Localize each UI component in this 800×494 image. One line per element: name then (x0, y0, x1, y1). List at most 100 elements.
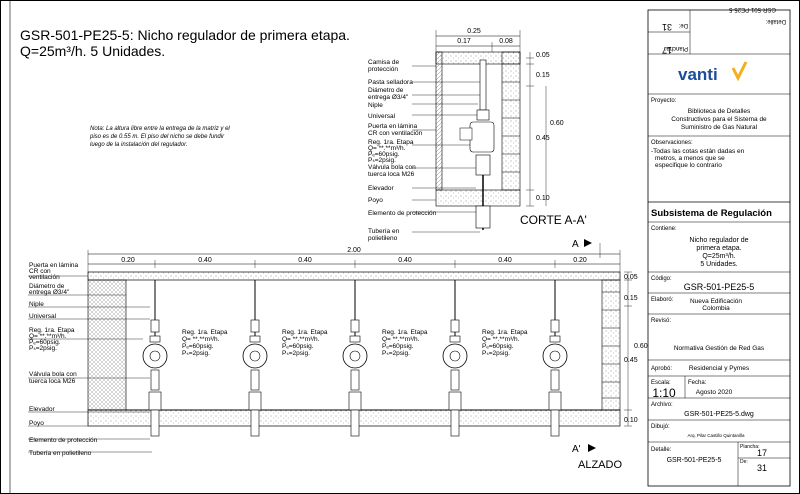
elev-lbl-reg-1: Reg. 1ra. Etapa (29, 327, 75, 334)
section-view: 0.25 0.17 0.08 0.05 0.15 (368, 28, 587, 242)
sec-dim-r2: 0.15 (536, 72, 550, 79)
sec-lbl-reg-2: Q= **.**m³/h. (368, 145, 406, 152)
reviso-label: Revisó: (651, 318, 671, 324)
note-line3: luego de la instalación del regulador. (90, 142, 188, 148)
elev-span-5: 0.40 (498, 257, 512, 264)
contiene-1: Nicho regulador de (689, 237, 748, 244)
elev-dim-r2: 0.15 (624, 295, 638, 302)
elev-dim-overall: 2.00 (347, 247, 361, 254)
sec-lbl-valv-2: tuerca loca M26 (368, 171, 415, 178)
contiene-4: 5 Unidades. (700, 261, 737, 268)
elev-span-4: 0.40 (398, 257, 412, 264)
reg-label-a-2: Q= **.**m³/h. (182, 336, 220, 343)
elaboro-label: Elaboró: (651, 297, 674, 303)
codigo: GSR-501-PE25-5 (684, 282, 755, 292)
reg-label-a-3: Pₑ=60psig. (182, 343, 214, 350)
elaboro-2: Colombia (702, 305, 730, 312)
section-title: CORTE A-A' (520, 213, 587, 227)
rot-plancha-label: Plancha: (664, 45, 688, 51)
reg-label-d-1: Reg. 1ra. Etapa (482, 329, 528, 336)
archivo: GSR-501-PE25-5.dwg (684, 411, 754, 418)
note-line1: Nota: La altura libre entre la entrega d… (90, 126, 230, 132)
elev-dim-r3: 0.45 (624, 357, 638, 364)
cut-mark-bottom: A' (572, 444, 581, 455)
logo-check-icon (731, 61, 748, 82)
elev-lbl-puerta-1: Puerta en lámina (29, 262, 79, 269)
observaciones-label: Observaciones: (651, 140, 693, 146)
sec-lbl-reg-4: Pₛ=2psig. (368, 157, 396, 164)
de: 31 (757, 463, 767, 473)
reviso: Normativa Gestión de Red Gas (674, 345, 765, 352)
reg-label-b-1: Reg. 1ra. Etapa (282, 329, 328, 336)
elaboro-1: Nueva Edificación (690, 298, 742, 305)
sec-lbl-elemento: Elemento de protección (368, 210, 437, 217)
detalle-label: Detalle: (651, 447, 672, 453)
vanti-logo: vanti (678, 65, 718, 84)
sec-lbl-reg-1: Reg. 1ra. Etapa (368, 139, 414, 146)
aprobo: Residencial y Pymes (689, 365, 750, 372)
proyecto-1: Biblioteca de Detalles (688, 108, 751, 115)
reg-label-d-2: Q= **.**m³/h. (482, 336, 520, 343)
elev-lbl-valv-2: tuerca loca M26 (29, 378, 76, 385)
obs-2: metros, a menos que se (655, 155, 725, 162)
elev-span-2: 0.40 (198, 257, 212, 264)
elev-lbl-elevador: Elevador (29, 406, 55, 413)
archivo-label: Archivo: (651, 402, 673, 408)
obs-1: -Todas las cotas están dadas en (651, 148, 745, 155)
elev-span-3: 0.40 (298, 257, 312, 264)
note-line2: piso es de 0.55 m. El piso del nicho se … (89, 134, 225, 140)
sec-lbl-puerta-2: CR con ventilación (368, 130, 423, 137)
sec-lbl-camisa-2: protección (368, 66, 398, 73)
reg-label-c-4: Pₛ=2psig. (382, 350, 410, 357)
sec-lbl-tub-2: polietileno (368, 235, 398, 242)
elev-lbl-niple: Niple (29, 301, 44, 308)
elev-lbl-poyo: Poyo (29, 420, 44, 427)
reg-label-a-4: Pₛ=2psig. (182, 350, 210, 357)
reg-label-b-4: Pₛ=2psig. (282, 350, 310, 357)
de-label: De: (740, 459, 748, 465)
elev-dim-r5: 0.10 (624, 417, 638, 424)
proyecto-3: Suministro de Gas Natural (681, 124, 758, 131)
aprobo-label: Aprobó: (651, 366, 672, 372)
sec-dim-r4: 0.45 (536, 135, 550, 142)
regulator-5 (542, 280, 568, 437)
elev-lbl-reg-2: Q= **.**m³/h. (29, 333, 67, 340)
elev-lbl-reg-3: Pₑ=60psig. (29, 339, 61, 346)
sec-dim-r3: 0.60 (550, 120, 564, 127)
sec-lbl-niple: Niple (368, 102, 383, 109)
dibujo: Arq. Pilar Castillo Quintanilla (687, 433, 745, 438)
elev-lbl-reg-4: Pₛ=2psig. (29, 345, 57, 352)
obs-3: especifique lo contrario (655, 162, 722, 169)
rot-de-label: De: (678, 22, 688, 28)
fecha-label: Fecha: (688, 380, 707, 386)
elev-lbl-tuberia: Tubería en polietileno (29, 450, 92, 457)
reg-label-d-4: Pₛ=2psig. (482, 350, 510, 357)
elev-lbl-valv-1: Válvula bola con (29, 371, 77, 378)
sec-dim-r1: 0.05 (536, 52, 550, 59)
escala: 1:10 (652, 386, 676, 400)
regulator-4 (442, 280, 468, 437)
cut-mark-top: A (572, 239, 579, 250)
elev-lbl-universal: Universal (29, 313, 57, 320)
sec-lbl-pasta: Pasta selladora (368, 79, 413, 86)
regulator-3 (342, 280, 368, 437)
drawing-title-line1: GSR-501-PE25-5: Nicho regulador de prime… (20, 27, 350, 43)
title-block: Detalle: GSR-501-PE25-5 Plancha: 17 De: … (647, 6, 791, 487)
regulator-1 (142, 280, 168, 437)
sec-lbl-puerta-1: Puerta en lámina (368, 123, 418, 130)
contiene-label: Contiene: (651, 226, 677, 232)
elevation-title: ALZADO (578, 459, 622, 471)
reg-label-c-1: Reg. 1ra. Etapa (382, 329, 428, 336)
sec-lbl-universal: Universal (368, 113, 396, 120)
contiene-2: primera etapa. (696, 245, 741, 252)
elev-dim-r1: 0.05 (624, 274, 638, 281)
sec-lbl-diam-2: entrega Ø3/4" (368, 94, 409, 101)
elev-lbl-elemento: Elemento de protección (29, 437, 98, 444)
sec-dim-right: 0.08 (499, 38, 513, 45)
reg-label-b-3: Pₑ=60psig. (282, 343, 314, 350)
rot-detalle-label: Detalle: (765, 18, 786, 24)
reg-label-d-3: Pₑ=60psig. (482, 343, 514, 350)
sec-lbl-camisa-1: Camisa de (368, 59, 399, 66)
sec-lbl-tub-1: Tubería en (368, 228, 400, 235)
escala-label: Escala: (651, 380, 671, 386)
